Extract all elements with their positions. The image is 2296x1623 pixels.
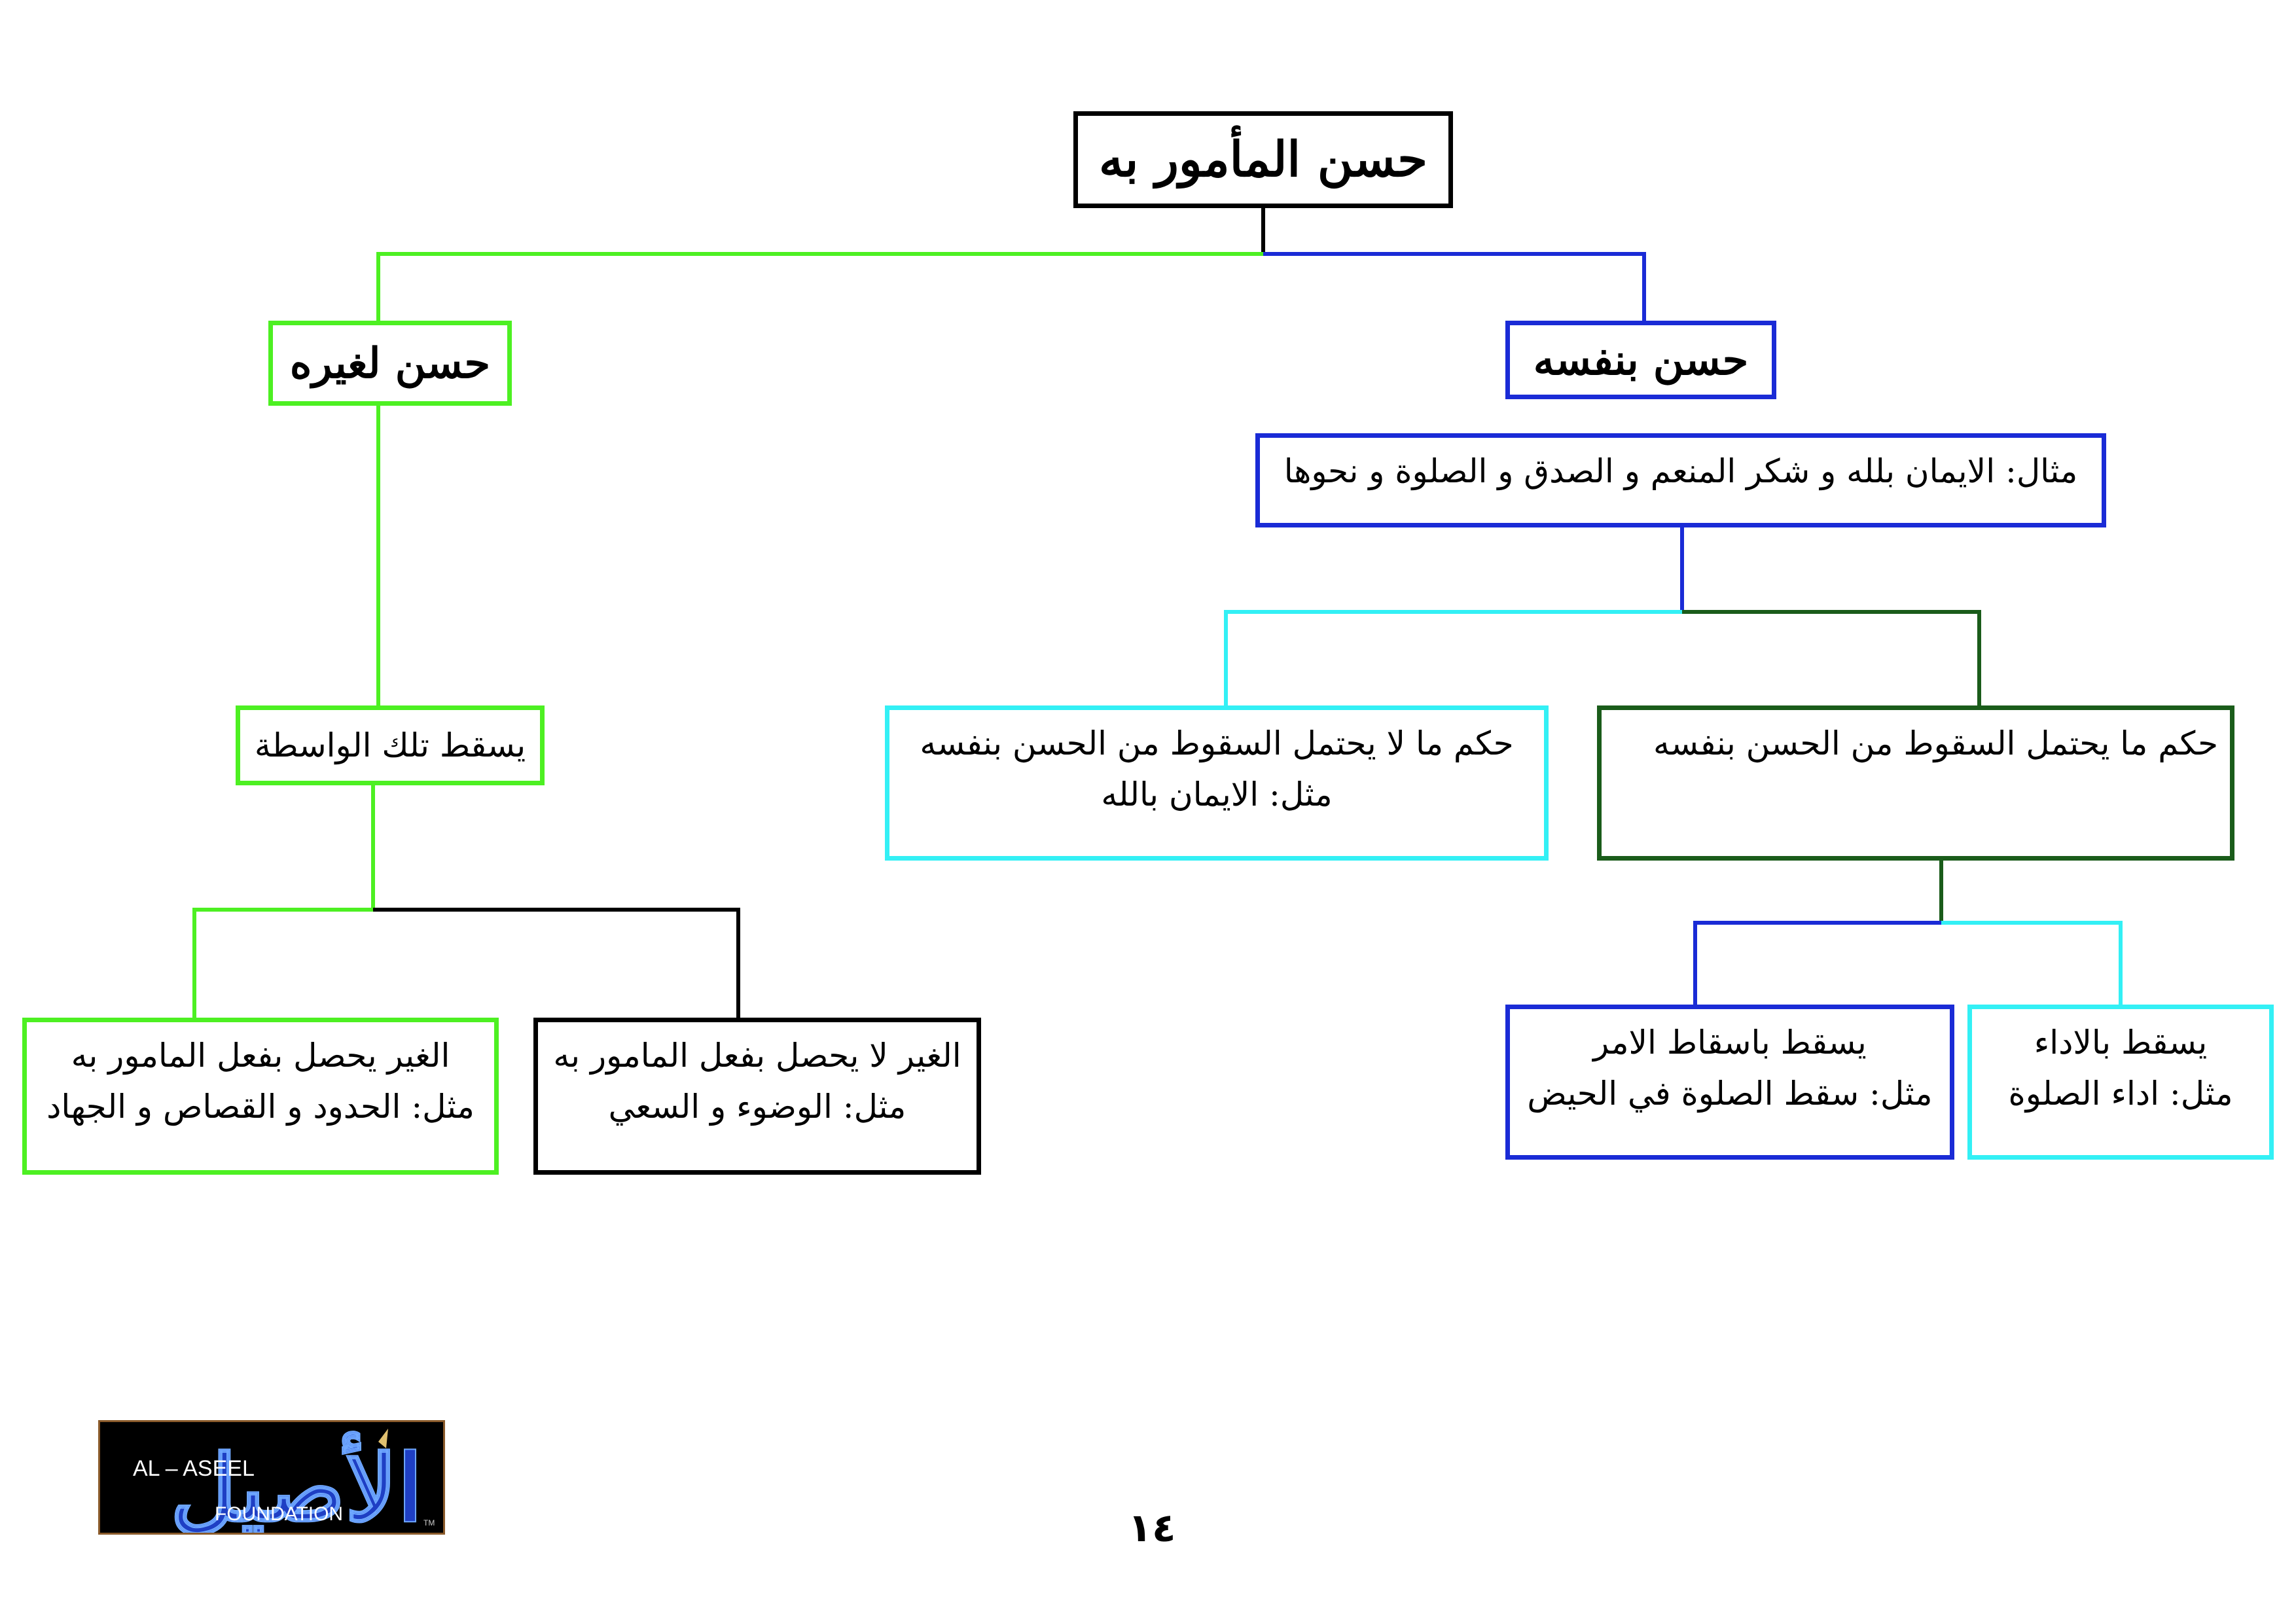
logo-bottom-text: FOUNDATION [215, 1503, 343, 1525]
means-falls-text: يسقط تلك الواسطة [254, 726, 526, 764]
falls-by-performance-text: يسقط بالاداء [2034, 1024, 2208, 1061]
page-number: ١٤ [1128, 1505, 1176, 1551]
other-not-achieved-text: الغير لا يحصل بفعل المامور به [553, 1037, 961, 1075]
can-fall-node: حكم ما يحتمل السقوط من الحسن بنفسه [1597, 705, 2234, 861]
self-good-example: مثال: الايمان بلله و شكر المنعم و الصدق … [1255, 433, 2106, 527]
self-good-node: حسن بنفسه [1505, 321, 1776, 399]
logo-artwork: الأصيل AL – ASEEL FOUNDATION TM [133, 1429, 435, 1533]
can-fall-text: حكم ما يحتمل السقوط من الحسن بنفسه [1653, 724, 2218, 762]
self-good-example-text: مثال: الايمان بلله و شكر المنعم و الصدق … [1283, 452, 2078, 490]
root-label: حسن المأمور به [1099, 132, 1427, 188]
cannot-fall-text: حكم ما لا يحتمل السقوط من الحسن بنفسه [920, 724, 1514, 762]
cannot-fall-example: مثل: الايمان بالله [1101, 776, 1333, 813]
other-good-node: حسن لغيره [268, 321, 512, 406]
falls-by-performance-example: مثل: اداء الصلوة [2008, 1075, 2233, 1113]
other-not-achieved-example: مثل: الوضوء و السعي [608, 1088, 906, 1126]
falls-by-dropping-example: مثل: سقط الصلوة في الحيض [1527, 1075, 1933, 1113]
means-falls-node: يسقط تلك الواسطة [236, 705, 545, 785]
other-achieved-text: الغير يحصل بفعل المامور به [71, 1037, 450, 1075]
falls-by-performance-node: يسقط بالاداء مثل: اداء الصلوة [1967, 1005, 2274, 1160]
other-achieved-node: الغير يحصل بفعل المامور به مثل: الحدود و… [22, 1018, 499, 1175]
other-not-achieved-node: الغير لا يحصل بفعل المامور به مثل: الوضو… [533, 1018, 981, 1175]
logo-tm: TM [423, 1518, 435, 1527]
al-aseel-foundation-logo: الأصيل AL – ASEEL FOUNDATION TM [98, 1420, 445, 1535]
logo-arabic: الأصيل [170, 1431, 423, 1533]
logo-top-text: AL – ASEEL [133, 1456, 255, 1481]
other-achieved-example: مثل: الحدود و القصاص و الجهاد [46, 1088, 475, 1126]
root-node: حسن المأمور به [1073, 111, 1453, 208]
cannot-fall-node: حكم ما لا يحتمل السقوط من الحسن بنفسه مث… [885, 705, 1549, 861]
falls-by-dropping-node: يسقط باسقاط الامر مثل: سقط الصلوة في الح… [1505, 1005, 1954, 1160]
logo-flame-icon [378, 1429, 388, 1448]
other-good-label: حسن لغيره [289, 338, 491, 388]
self-good-label: حسن بنفسه [1533, 335, 1749, 385]
falls-by-dropping-text: يسقط باسقاط الامر [1593, 1024, 1867, 1061]
